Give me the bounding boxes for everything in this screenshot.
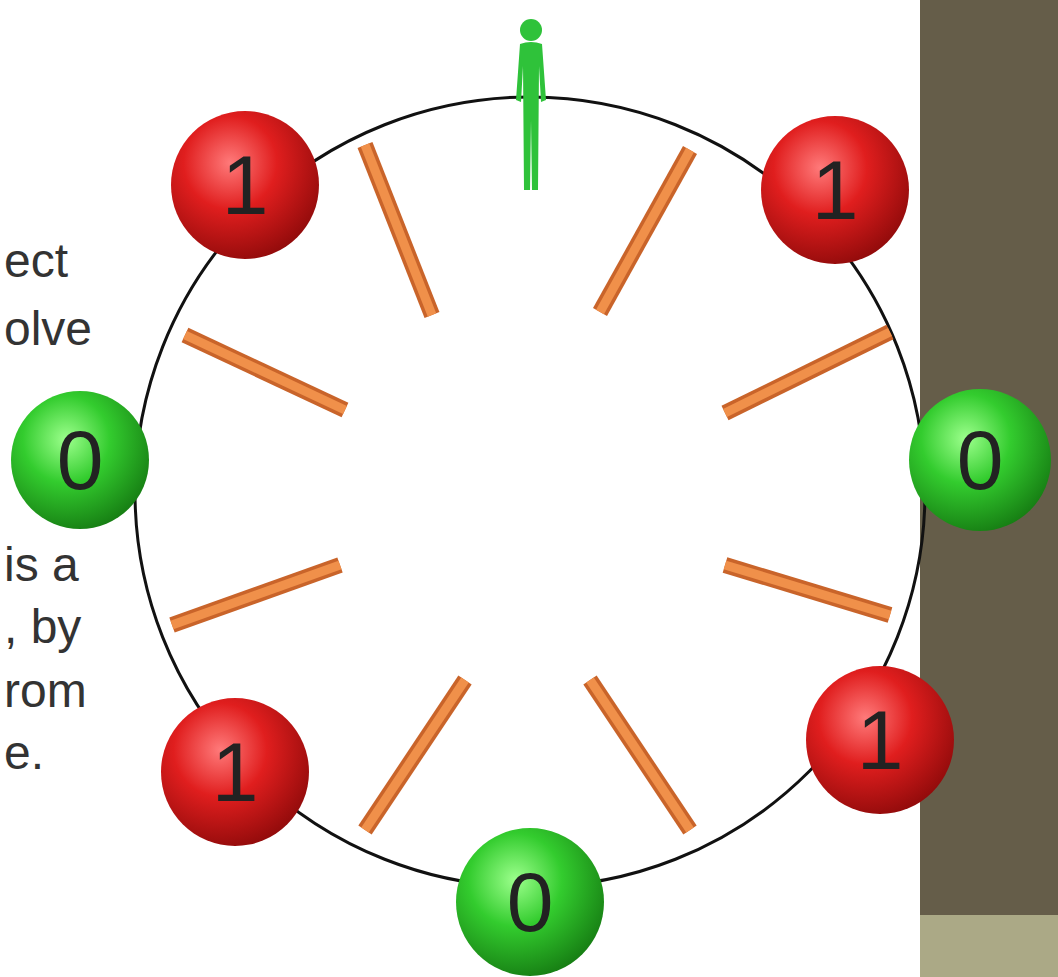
ring bbox=[135, 97, 925, 887]
slide-text: ect bbox=[4, 232, 68, 290]
ball-node: 1 bbox=[805, 665, 955, 815]
ball-node: 1 bbox=[170, 110, 320, 260]
ball-content: 0 bbox=[908, 388, 1052, 532]
ball-node: 1 bbox=[160, 697, 310, 847]
ball-content: 1 bbox=[170, 110, 320, 260]
bit-value: 0 bbox=[507, 860, 554, 944]
slide-text: , by bbox=[4, 598, 81, 656]
bit-value: 0 bbox=[57, 418, 104, 502]
slide-text: e. bbox=[4, 724, 44, 782]
ball-node: 0 bbox=[908, 388, 1052, 532]
person-figure bbox=[516, 19, 546, 190]
ball-circle bbox=[456, 828, 604, 976]
ball-circle bbox=[761, 116, 909, 264]
ball-circle bbox=[161, 698, 309, 846]
ball-circle bbox=[806, 666, 954, 814]
bit-value: 1 bbox=[857, 698, 904, 782]
slide-text: is a bbox=[4, 536, 79, 594]
ball-circle bbox=[171, 111, 319, 259]
bit-value: 1 bbox=[212, 730, 259, 814]
ball-circle bbox=[909, 389, 1051, 531]
bit-value: 1 bbox=[222, 143, 269, 227]
side-panel-foot bbox=[920, 915, 1058, 977]
ball-content: 1 bbox=[160, 697, 310, 847]
ball-content: 1 bbox=[760, 115, 910, 265]
slide-text: rom bbox=[4, 662, 87, 720]
slide-text: olve bbox=[4, 300, 92, 358]
bit-value: 0 bbox=[957, 418, 1004, 502]
ball-circle bbox=[11, 391, 149, 529]
ball-node: 0 bbox=[455, 827, 605, 977]
ball-content: 0 bbox=[10, 390, 150, 530]
ball-content: 0 bbox=[455, 827, 605, 977]
ball-content: 1 bbox=[805, 665, 955, 815]
ball-node: 1 bbox=[760, 115, 910, 265]
bit-value: 1 bbox=[812, 148, 859, 232]
ball-node: 0 bbox=[10, 390, 150, 530]
